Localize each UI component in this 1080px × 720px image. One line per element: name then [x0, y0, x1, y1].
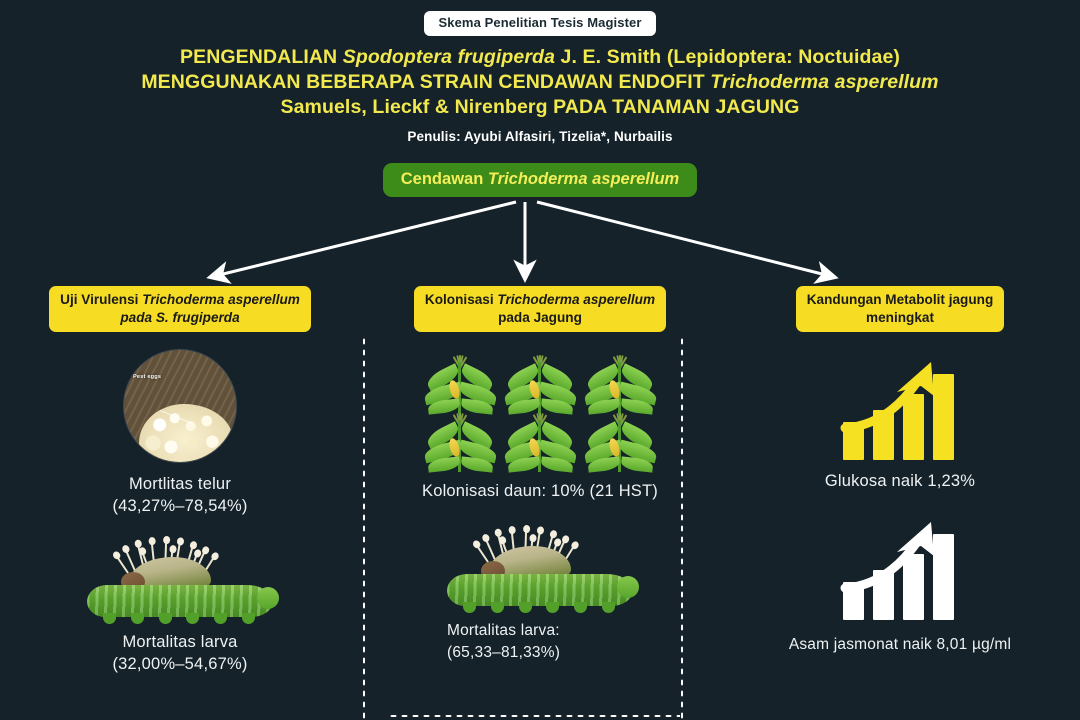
title-line-2-species: Trichoderma asperellum [710, 71, 939, 94]
corn-plant [502, 412, 579, 474]
column-header-virulence: Uji Virulensi Trichoderma asperellum pad… [49, 286, 311, 332]
growth-bars-white [842, 534, 954, 620]
larva-mortality-label-left: Mortalitas larva [122, 633, 238, 651]
title-line-1-species: Spodoptera frugiperda [342, 46, 556, 69]
egg-mortality-caption: Mortlitas telur (43,27%–78,54%) [112, 473, 247, 517]
columns-container: Uji Virulensi Trichoderma asperellum pad… [0, 286, 1080, 720]
item-leaf-colonization: Kolonisasi daun: 10% (21 HST) [421, 354, 659, 502]
divider-dotted-bottom [388, 714, 680, 718]
column-colonization: Kolonisasi Trichoderma asperellum pada J… [360, 286, 720, 720]
column-header-metabolites: Kandungan Metabolit jagung meningkat [795, 286, 1005, 332]
column-header-prefix-3: Kandungan Metabolit jagung [806, 292, 994, 307]
column-header-species: Trichoderma asperellum [142, 292, 300, 307]
item-jasmonic-acid-increase: Asam jasmonat naik 8,01 µg/ml [789, 516, 1011, 656]
item-egg-mortality: Pest eggs Mortlitas telur (43,27%–78,54%… [112, 350, 247, 517]
root-node-container: Cendawan Trichoderma asperellum [0, 163, 1080, 198]
larva-mortality-caption-middle: Mortalitas larva: (65,33–81,33%) [447, 620, 633, 664]
corn-plant [502, 354, 579, 416]
column-header-species-2: Trichoderma asperellum [497, 292, 656, 307]
column-header-line2: pada S. frugiperda [120, 309, 240, 325]
item-larva-mortality-left: Mortalitas larva (32,00%–54,67%) [87, 539, 279, 675]
title-line-1-prefix: PENGENDALIAN [180, 46, 343, 69]
larva-mortality-caption-left: Mortalitas larva (32,00%–54,67%) [112, 631, 247, 675]
title-line-3: Samuels, Lieckf & Nirenberg PADA TANAMAN… [280, 96, 800, 119]
arrow-to-left-column [206, 200, 517, 284]
column-header-line2-3: meningkat [866, 309, 934, 325]
column-header-colonization: Kolonisasi Trichoderma asperellum pada J… [413, 286, 667, 332]
root-node-species: Trichoderma asperellum [487, 170, 680, 189]
corn-field-icon [422, 354, 659, 473]
title-line-2-prefix: MENGGUNAKAN BEBERAPA STRAIN CENDAWAN END… [141, 71, 711, 94]
title-line-2: MENGGUNAKAN BEBERAPA STRAIN CENDAWAN END… [80, 70, 1000, 95]
page-title: PENGENDALIAN Spodoptera frugiperda J. E.… [80, 45, 1000, 120]
flow-arrows [206, 200, 839, 284]
column-header-line2-2: pada Jagung [498, 309, 582, 325]
egg-cluster [138, 403, 233, 462]
title-line-1: PENGENDALIAN Spodoptera frugiperda J. E.… [80, 45, 1000, 70]
root-node-prefix: Cendawan [400, 170, 488, 189]
pest-eggs-photo-icon: Pest eggs [124, 350, 236, 462]
column-header-prefix: Uji Virulensi [60, 292, 143, 307]
green-larva [447, 574, 639, 606]
growth-chart-yellow-icon [835, 356, 965, 460]
scheme-badge: Skema Penelitian Tesis Magister [424, 11, 656, 37]
egg-mortality-label: Mortlitas telur [128, 475, 232, 493]
badge-container: Skema Penelitian Tesis Magister [0, 0, 1080, 37]
item-larva-mortality-middle: Mortalitas larva: (65,33–81,33%) [447, 528, 639, 664]
authors-line: Penulis: Ayubi Alfasiri, Tizelia*, Nurba… [407, 129, 673, 145]
larva-legs [103, 613, 255, 624]
infected-larva-icon [447, 528, 639, 614]
divider-dotted-right [680, 336, 684, 720]
column-metabolites: Kandungan Metabolit jagung meningkat Glu… [720, 286, 1080, 720]
corn-plant [582, 354, 659, 416]
item-glucose-increase: Glukosa naik 1,23% [825, 356, 975, 492]
green-larva [87, 585, 279, 617]
glucose-caption: Glukosa naik 1,23% [824, 472, 976, 490]
corn-plant [582, 412, 659, 474]
column-virulence: Uji Virulensi Trichoderma asperellum pad… [0, 286, 360, 720]
pest-eggs-label: Pest eggs [133, 374, 162, 380]
jasmonic-acid-caption: Asam jasmonat naik 8,01 µg/ml [788, 636, 1012, 653]
leaf-colonization-caption: Kolonisasi daun: 10% (21 HST) [421, 482, 658, 500]
title-line-1-suffix: J. E. Smith (Lepidoptera: Noctuidae) [555, 46, 900, 69]
corn-plant [422, 354, 499, 416]
column-header-prefix-2: Kolonisasi [424, 292, 498, 307]
growth-chart-white-icon [835, 516, 965, 620]
root-node-fungus: Cendawan Trichoderma asperellum [382, 163, 698, 198]
larva-mortality-value-left: (32,00%–54,67%) [112, 655, 248, 673]
egg-mortality-value: (43,27%–78,54%) [112, 497, 248, 515]
corn-plant [422, 412, 499, 474]
divider-dotted-left [362, 336, 366, 720]
larva-legs [463, 602, 615, 613]
arrow-to-right-column [536, 200, 839, 284]
larva-mortality-label-middle: Mortalitas larva: [447, 622, 560, 639]
growth-bars-yellow [842, 374, 954, 460]
infected-larva-icon [87, 539, 279, 625]
larva-mortality-value-middle: (65,33–81,33%) [447, 644, 561, 661]
